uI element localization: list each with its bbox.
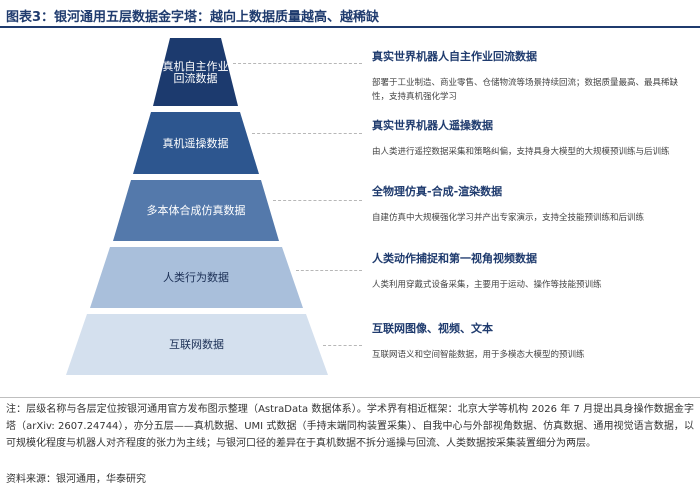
- tier-5-description: 互联网图像、视频、文本 互联网语义和空间智能数据，用于多模态大模型的预训练: [372, 320, 690, 362]
- tier-1-description: 真实世界机器人自主作业回流数据 部署于工业制造、商业零售、仓储物流等场景持续回流…: [372, 48, 690, 104]
- connector-line-3: [272, 200, 362, 201]
- connector-line-5: [323, 345, 362, 346]
- pyramid-tier-3-label: 多本体合成仿真数据: [147, 203, 246, 217]
- source-line: 资料来源：银河通用，华泰研究: [6, 474, 146, 485]
- pyramid-tier-2-label: 真机遥操数据: [163, 136, 229, 150]
- tier-3-text: 自建仿真中大规模强化学习并产出专家演示，支持全技能预训练和后训练: [372, 213, 645, 223]
- pyramid-tier-1-label: 真机自主作业回流数据: [163, 59, 229, 85]
- tier-3-title: 全物理仿真-合成-渲染数据: [372, 185, 503, 198]
- tier-5-title: 互联网图像、视频、文本: [372, 322, 493, 335]
- footnote: 注：层级名称与各层定位按银河通用官方发布图示整理（AstraData 数据体系）…: [6, 404, 694, 449]
- pyramid-tier-4-label: 人类行为数据: [163, 270, 229, 284]
- tier-4-description: 人类动作捕捉和第一视角视频数据 人类利用穿戴式设备采集，主要用于运动、操作等技能…: [372, 250, 690, 292]
- connector-line-1: [233, 63, 362, 64]
- tier-2-description: 真实世界机器人遥操数据 由人类进行遥控数据采集和策略纠偏，支持具身大模型的大规模…: [372, 117, 690, 159]
- tier-1-text: 部署于工业制造、商业零售、仓储物流等场景持续回流；数据质量最高、最具稀缺性，支持…: [372, 78, 679, 102]
- pyramid-tier-5-label: 互联网数据: [169, 337, 224, 351]
- title-divider: [0, 26, 700, 28]
- figure-title: 图表3：银河通用五层数据金字塔：越向上数据质量越高、越稀缺: [6, 10, 380, 25]
- tier-5-text: 互联网语义和空间智能数据，用于多模态大模型的预训练: [372, 350, 585, 360]
- pyramid-tier-4: [90, 247, 303, 308]
- tier-2-text: 由人类进行遥控数据采集和策略纠偏，支持具身大模型的大规模预训练与后训练: [372, 147, 670, 157]
- tier-4-text: 人类利用穿戴式设备采集，主要用于运动、操作等技能预训练: [372, 280, 602, 290]
- tier-2-title: 真实世界机器人遥操数据: [372, 119, 493, 132]
- tier-1-title: 真实世界机器人自主作业回流数据: [372, 50, 537, 63]
- tier-3-description: 全物理仿真-合成-渲染数据 自建仿真中大规模强化学习并产出专家演示，支持全技能预…: [372, 183, 690, 225]
- tier-4-title: 人类动作捕捉和第一视角视频数据: [372, 252, 537, 265]
- pyramid-tier-5: [66, 314, 328, 375]
- pyramid-tier-1: [153, 38, 238, 106]
- title-bar: 图表3：银河通用五层数据金字塔：越向上数据质量越高、越稀缺: [0, 0, 700, 30]
- pyramid-tier-2: [133, 112, 259, 174]
- connector-line-4: [295, 270, 362, 271]
- note-divider: [0, 397, 700, 398]
- pyramid-tier-3: [113, 180, 279, 241]
- connector-line-2: [252, 133, 362, 134]
